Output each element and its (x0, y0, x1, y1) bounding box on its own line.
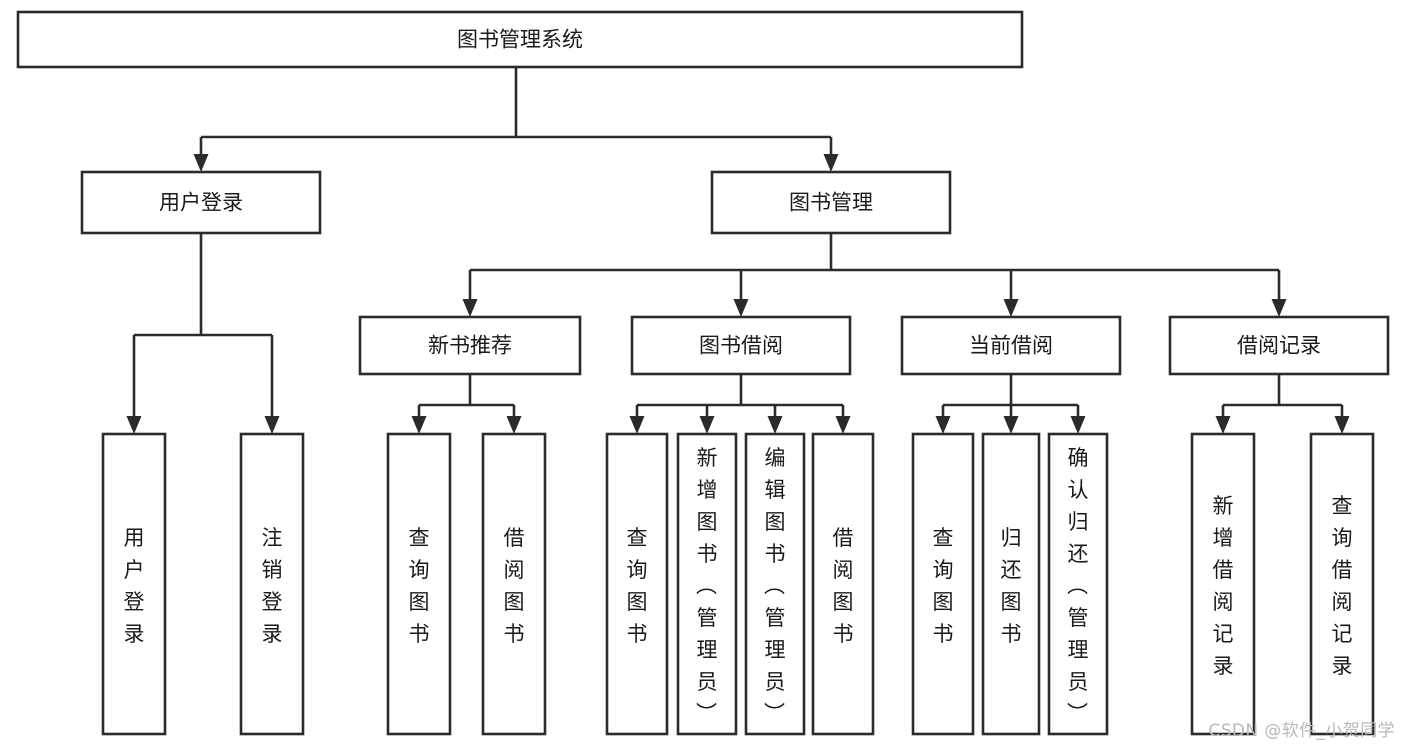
node-box-new-book-recommend[interactable] (358, 315, 582, 376)
node-box-borrow-record[interactable] (1168, 315, 1390, 376)
node-current-borrow[interactable]: 当前借阅 (900, 315, 1122, 376)
node-box-leaf-query-record[interactable] (1309, 432, 1375, 736)
node-label-new-book-recommend: 新书推荐 (428, 334, 512, 358)
node-leaf-query-record[interactable]: 查询借阅记录 (1309, 432, 1375, 736)
node-label-leaf-query-book-3: 查询图书 (933, 526, 954, 646)
node-leaf-borrow-book-1[interactable]: 借阅图书 (481, 432, 547, 736)
arrow-head-icon (1003, 416, 1019, 434)
node-label-root: 图书管理系统 (457, 28, 583, 52)
node-label-leaf-user-login: 用户登录 (124, 526, 145, 646)
node-leaf-add-book[interactable]: 新增图书（管理员） (676, 432, 738, 736)
node-box-leaf-user-logout[interactable] (239, 432, 305, 736)
node-borrow-record[interactable]: 借阅记录 (1168, 315, 1390, 376)
arrow-head-icon (1271, 299, 1287, 317)
node-box-book-manage[interactable] (710, 170, 952, 235)
node-box-root[interactable] (16, 10, 1024, 69)
node-label-book-borrow: 图书借阅 (699, 334, 783, 358)
arrow-head-icon (699, 416, 715, 434)
node-box-leaf-return-book[interactable] (981, 432, 1041, 736)
node-leaf-query-book-1[interactable]: 查询图书 (386, 432, 452, 736)
node-box-leaf-user-login[interactable] (101, 432, 167, 736)
node-leaf-borrow-book-2[interactable]: 借阅图书 (811, 432, 875, 736)
node-leaf-query-book-2[interactable]: 查询图书 (605, 432, 669, 736)
arrow-head-icon (506, 416, 522, 434)
node-box-leaf-edit-book[interactable] (744, 432, 806, 736)
node-label-leaf-query-book-1: 查询图书 (409, 526, 430, 646)
arrow-head-icon (126, 416, 142, 434)
node-label-book-manage: 图书管理 (789, 191, 873, 215)
node-label-leaf-query-record: 查询借阅记录 (1332, 494, 1353, 678)
watermark: CSDN @软件_小贺同学 (1208, 721, 1395, 741)
arrow-head-icon (1003, 299, 1019, 317)
node-leaf-add-record[interactable]: 新增借阅记录 (1190, 432, 1256, 736)
arrow-head-icon (823, 154, 839, 172)
arrow-head-icon (629, 416, 645, 434)
arrow-head-icon (733, 299, 749, 317)
node-box-leaf-add-record[interactable] (1190, 432, 1256, 736)
node-box-book-borrow[interactable] (630, 315, 852, 376)
node-leaf-confirm-return[interactable]: 确认归还（管理员） (1047, 432, 1109, 736)
arrow-head-icon (462, 299, 478, 317)
node-label-borrow-record: 借阅记录 (1237, 334, 1321, 358)
nodes-layer: 图书管理系统用户登录图书管理新书推荐图书借阅当前借阅借阅记录用户登录注销登录查询… (16, 10, 1390, 736)
node-box-leaf-query-book-2[interactable] (605, 432, 669, 736)
node-box-current-borrow[interactable] (900, 315, 1122, 376)
node-root[interactable]: 图书管理系统 (16, 10, 1024, 69)
node-label-leaf-borrow-book-1: 借阅图书 (504, 526, 525, 646)
arrow-head-icon (935, 416, 951, 434)
node-box-leaf-add-book[interactable] (676, 432, 738, 736)
arrow-head-icon (264, 416, 280, 434)
node-label-leaf-edit-book: 编辑图书（管理员） (764, 446, 786, 726)
node-leaf-return-book[interactable]: 归还图书 (981, 432, 1041, 736)
arrow-head-icon (767, 416, 783, 434)
node-leaf-query-book-3[interactable]: 查询图书 (911, 432, 975, 736)
node-book-borrow[interactable]: 图书借阅 (630, 315, 852, 376)
node-box-user-login[interactable] (80, 170, 322, 235)
node-new-book-recommend[interactable]: 新书推荐 (358, 315, 582, 376)
arrow-head-icon (1070, 416, 1086, 434)
node-label-current-borrow: 当前借阅 (969, 334, 1053, 358)
arrow-head-icon (1334, 416, 1350, 434)
node-leaf-user-logout[interactable]: 注销登录 (239, 432, 305, 736)
node-book-manage[interactable]: 图书管理 (710, 170, 952, 235)
node-box-leaf-borrow-book-2[interactable] (811, 432, 875, 736)
node-label-leaf-return-book: 归还图书 (1001, 526, 1022, 646)
node-box-leaf-query-book-3[interactable] (911, 432, 975, 736)
node-leaf-user-login[interactable]: 用户登录 (101, 432, 167, 736)
arrow-head-icon (835, 416, 851, 434)
arrow-head-icon (1215, 416, 1231, 434)
node-label-leaf-add-book: 新增图书（管理员） (696, 446, 718, 726)
node-box-leaf-borrow-book-1[interactable] (481, 432, 547, 736)
node-user-login[interactable]: 用户登录 (80, 170, 322, 235)
arrow-head-icon (193, 154, 209, 172)
node-box-leaf-query-book-1[interactable] (386, 432, 452, 736)
node-leaf-edit-book[interactable]: 编辑图书（管理员） (744, 432, 806, 736)
node-label-leaf-query-book-2: 查询图书 (627, 526, 648, 646)
node-label-leaf-confirm-return: 确认归还（管理员） (1067, 446, 1089, 726)
connectors-layer (126, 67, 1350, 434)
node-label-leaf-user-logout: 注销登录 (262, 526, 283, 646)
node-label-leaf-add-record: 新增借阅记录 (1213, 494, 1234, 678)
node-label-user-login: 用户登录 (159, 191, 243, 215)
node-box-leaf-confirm-return[interactable] (1047, 432, 1109, 736)
node-label-leaf-borrow-book-2: 借阅图书 (833, 526, 854, 646)
arrow-head-icon (411, 416, 427, 434)
